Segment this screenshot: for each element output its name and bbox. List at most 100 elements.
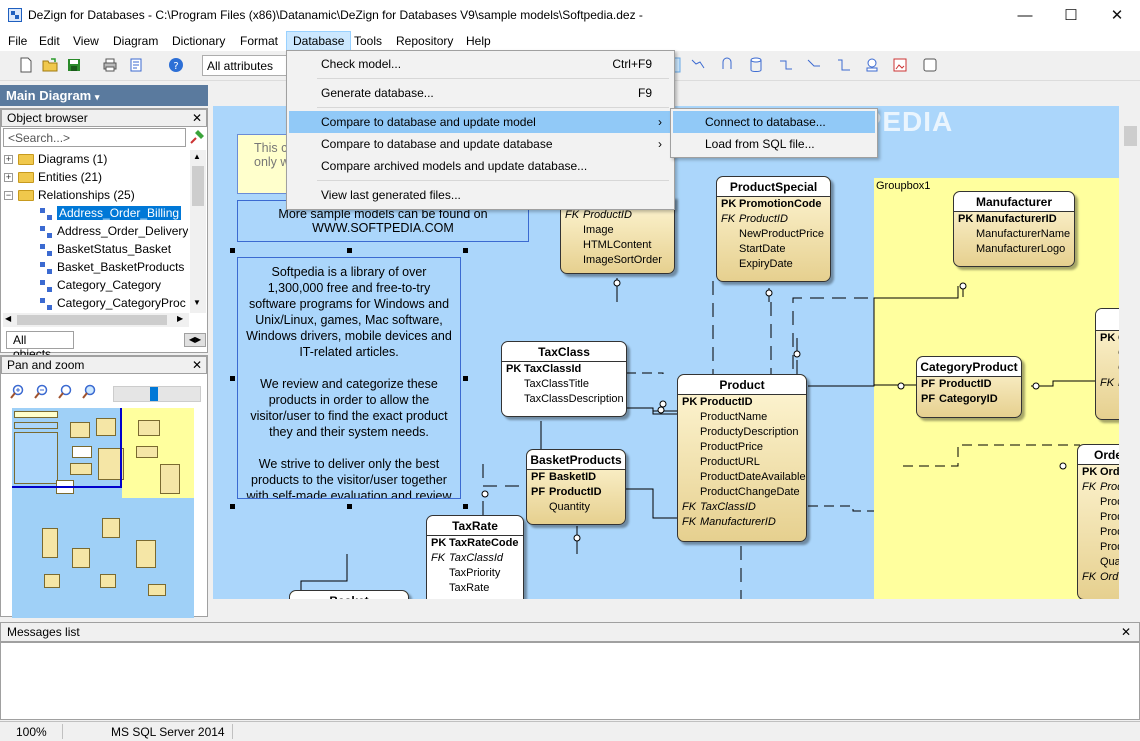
selection-handle[interactable] <box>463 248 468 253</box>
print-button[interactable] <box>102 57 120 75</box>
maximize-button[interactable]: ☐ <box>1064 7 1078 24</box>
selection-handle[interactable] <box>347 248 352 253</box>
tree-item-relationship[interactable]: Address_Order_Delivery <box>4 222 188 240</box>
selection-handle[interactable] <box>230 248 235 253</box>
menu-item-compare-archived[interactable]: Compare archived models and update datab… <box>321 159 588 173</box>
expand-icon[interactable]: + <box>4 154 13 165</box>
relationship-tool-button[interactable] <box>690 57 708 75</box>
scroll-right-icon[interactable]: ▶ <box>177 314 184 323</box>
selection-handle[interactable] <box>347 504 352 509</box>
scroll-right-icon[interactable]: ▶ <box>195 335 202 344</box>
menu-edit[interactable]: Edit <box>39 34 60 48</box>
entity-category[interactable]: PKC C C FKP <box>1095 308 1119 420</box>
menu-help[interactable]: Help <box>466 34 491 48</box>
tree-item-relationship[interactable]: Category_Category <box>4 276 188 294</box>
expand-icon[interactable]: + <box>4 172 13 183</box>
scroll-thumb[interactable] <box>192 166 204 206</box>
entity-column: Prod <box>1100 526 1119 538</box>
scroll-thumb[interactable] <box>17 315 167 325</box>
help-button[interactable]: ? <box>168 57 186 75</box>
selection-handle[interactable] <box>463 376 468 381</box>
attributes-combo[interactable]: All attributes <box>202 55 292 76</box>
object-search-input[interactable]: <Search...> <box>3 128 186 147</box>
main-diagram-header[interactable]: Main Diagram ▾ <box>0 85 208 106</box>
zoom-out-button[interactable] <box>33 384 51 402</box>
zoom-100-button[interactable] <box>81 384 99 402</box>
image-tool-button[interactable] <box>892 57 910 75</box>
scroll-thumb[interactable] <box>1124 126 1137 146</box>
selection-handle[interactable] <box>230 376 235 381</box>
menu-item-connect-to-database[interactable]: Connect to database... <box>673 111 875 133</box>
zoom-in-button[interactable] <box>9 384 27 402</box>
messages-list[interactable] <box>0 642 1140 720</box>
close-icon[interactable]: ✕ <box>191 358 202 372</box>
collapse-icon[interactable]: − <box>4 190 13 201</box>
tree-horizontal-scrollbar[interactable]: ◀ ▶ <box>3 313 189 327</box>
tab-all-objects[interactable]: All objects <box>6 331 74 361</box>
connector-icon <box>838 59 850 71</box>
menu-item-compare-update-database[interactable]: Compare to database and update database› <box>289 133 672 155</box>
menu-view[interactable]: View <box>73 34 99 48</box>
page-setup-button[interactable] <box>128 57 146 75</box>
diagonal-line-tool-button[interactable] <box>806 57 824 75</box>
line-tool-button[interactable] <box>778 57 796 75</box>
close-button[interactable]: ✕ <box>1110 7 1124 24</box>
canvas-vertical-scrollbar[interactable] <box>1121 106 1140 599</box>
menu-format[interactable]: Format <box>240 34 279 48</box>
zoom-slider[interactable] <box>113 386 201 402</box>
menu-file[interactable]: File <box>8 34 28 48</box>
menu-diagram[interactable]: Diagram <box>113 34 159 48</box>
menu-item-generate-database[interactable]: Generate database...F9 <box>289 82 672 104</box>
minimize-button[interactable]: — <box>1017 7 1033 24</box>
chevron-right-icon: › <box>658 115 662 129</box>
zoom-slider-thumb[interactable] <box>150 387 158 401</box>
filter-button[interactable] <box>189 129 207 147</box>
tree-item-relationship[interactable]: BasketStatus_Basket <box>4 240 188 258</box>
menu-database[interactable]: Database <box>286 31 352 51</box>
menu-item-view-generated-files[interactable]: View last generated files... <box>321 188 461 202</box>
scroll-down-icon[interactable]: ▼ <box>193 298 201 307</box>
tree-item-relationship[interactable]: Category_CategoryProc <box>4 294 188 310</box>
scroll-up-icon[interactable]: ▲ <box>193 152 201 161</box>
selection-handle[interactable] <box>230 504 235 509</box>
menu-dictionary[interactable]: Dictionary <box>172 34 226 48</box>
close-icon[interactable]: ✕ <box>191 111 202 125</box>
menu-tools[interactable]: Tools <box>354 34 383 48</box>
selection-handle[interactable] <box>463 504 468 509</box>
canvas-horizontal-scrollbar[interactable] <box>213 599 1119 617</box>
tree-node-diagrams[interactable]: +Diagrams (1) <box>4 150 188 168</box>
new-file-button[interactable] <box>18 57 36 75</box>
stamp-tool-button[interactable] <box>864 57 882 75</box>
tree-item-relationship[interactable]: Basket_BasketProducts <box>4 258 188 276</box>
connector-tool-button[interactable] <box>836 57 854 75</box>
save-button[interactable] <box>66 57 84 75</box>
overview-minimap[interactable] <box>12 408 194 618</box>
note-tool-button[interactable] <box>922 57 940 75</box>
menu-item-load-sql-file[interactable]: Load from SQL file... <box>705 137 815 151</box>
tree-vertical-scrollbar[interactable]: ▲ ▼ <box>190 150 206 313</box>
menu-item-check-model[interactable]: Check model...Ctrl+F9 <box>289 53 672 75</box>
note-about-softpedia[interactable]: Softpedia is a library of over 1,300,000… <box>237 257 461 499</box>
tree-node-relationships[interactable]: −Relationships (25) <box>4 186 188 204</box>
menu-item-compare-update-model[interactable]: Compare to database and update model› <box>289 111 672 133</box>
tree-node-entities[interactable]: +Entities (21) <box>4 168 188 186</box>
close-icon[interactable]: ✕ <box>1120 625 1131 639</box>
entity-basket[interactable]: Basket <box>289 590 409 599</box>
open-file-button[interactable] <box>42 57 60 75</box>
tab-scroll-arrows[interactable]: ◀▶ <box>184 333 206 347</box>
scroll-left-icon[interactable]: ◀ <box>5 314 12 323</box>
table-tool-button[interactable] <box>748 57 766 75</box>
scroll-left-icon[interactable]: ◀ <box>188 335 195 344</box>
self-relation-tool-button[interactable] <box>720 57 738 75</box>
zoom-fit-button[interactable] <box>57 384 75 402</box>
tree-item-relationship[interactable]: Address_Order_Billing <box>4 204 188 222</box>
menu-repository[interactable]: Repository <box>396 34 454 48</box>
